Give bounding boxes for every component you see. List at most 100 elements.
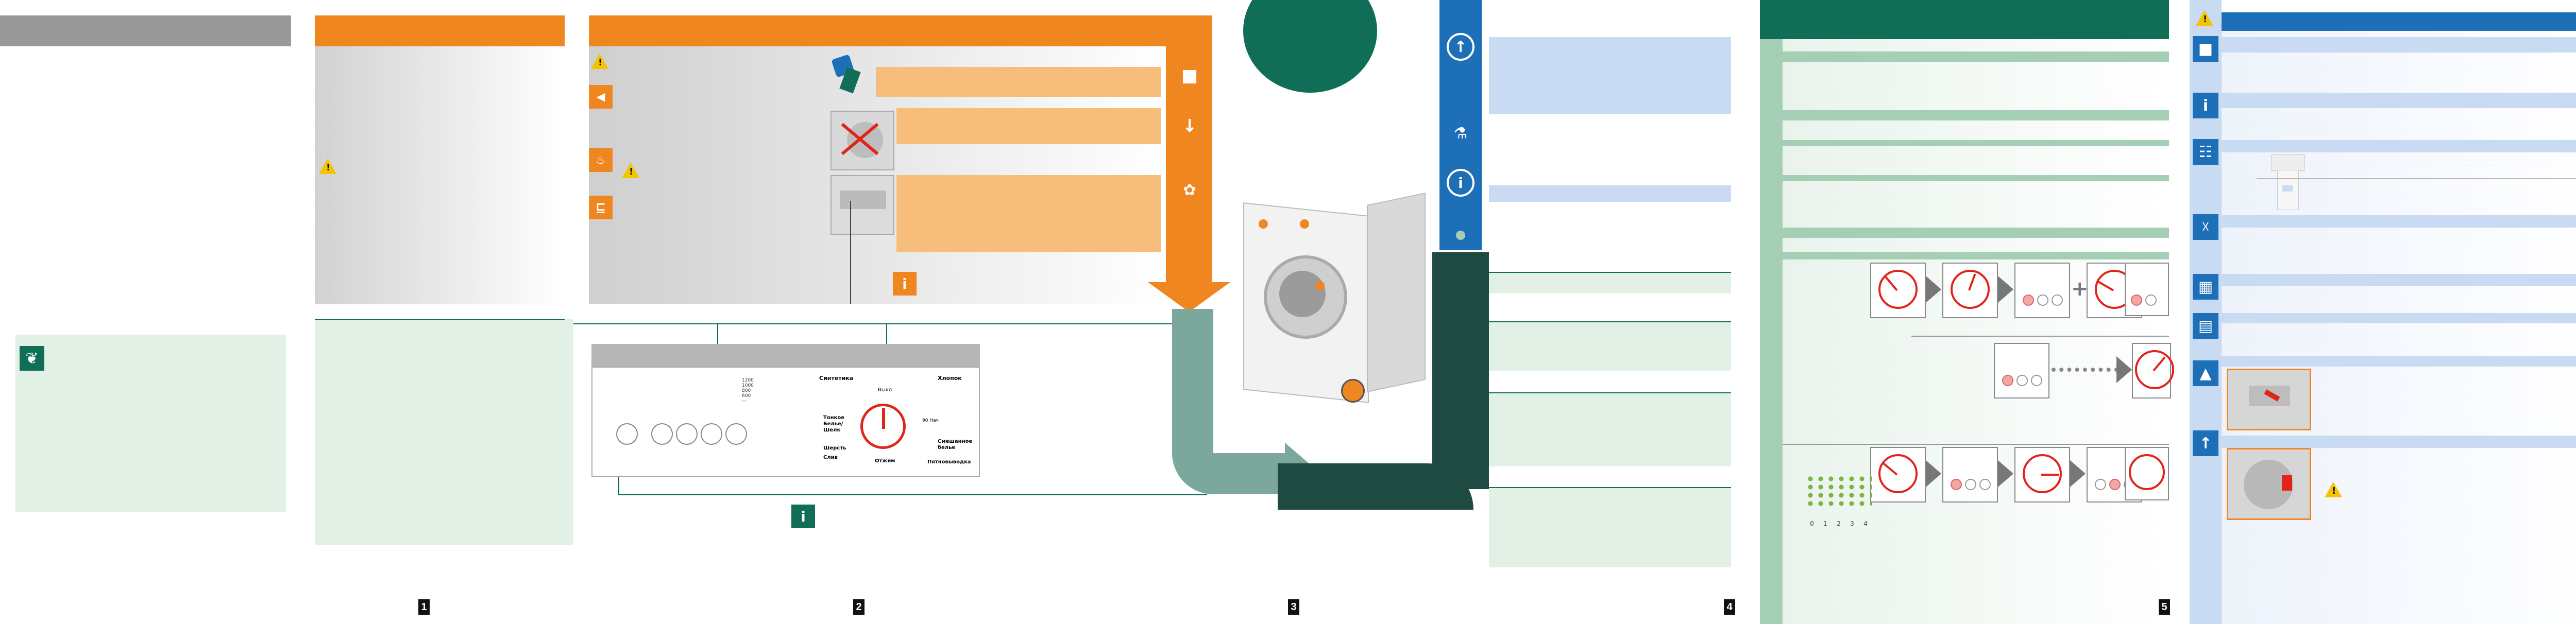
page1-eco-box	[15, 335, 286, 512]
instruction-band-3	[896, 175, 1161, 252]
page5-section-bar	[1783, 228, 2169, 238]
program-dial[interactable]	[860, 404, 906, 449]
dial-sequence-3-end	[2125, 447, 2169, 500]
display-scale: 0 1 2 3 4	[1805, 520, 1872, 530]
page4-divider-2	[1489, 321, 1731, 322]
page-number-4: 4	[1724, 599, 1735, 615]
dial-step	[2014, 263, 2070, 318]
dial-step	[2014, 447, 2070, 502]
start-button[interactable]	[616, 423, 638, 445]
option-button-2[interactable]	[676, 423, 698, 445]
page2-divider	[315, 319, 565, 320]
info-icon: i	[2193, 93, 2218, 118]
info-icon: i	[791, 505, 815, 528]
page5-content-bg	[1783, 39, 2169, 624]
page5-subline	[1783, 444, 2169, 445]
page5-header-bar	[1760, 0, 2169, 39]
deep-green-riser	[1432, 252, 1489, 489]
warning-triangle-icon: !	[319, 159, 336, 174]
page4-green-box-4	[1489, 488, 1731, 567]
page2-header-bar	[315, 15, 565, 46]
clothes-illustration	[831, 54, 867, 95]
scale-label: 3	[1850, 520, 1854, 527]
spin-speed-item: 800	[742, 388, 751, 393]
page5-section-bar	[1783, 51, 2169, 62]
option-button-3[interactable]	[701, 423, 722, 445]
warning-triangle-icon: !	[2196, 10, 2213, 26]
led-display-grid	[1805, 475, 1872, 526]
program-arrow-right	[886, 323, 887, 344]
wash-tub-icon: ☓	[2193, 214, 2218, 240]
control-panel-strip	[591, 344, 980, 367]
detergent-icon: ✿	[1183, 181, 1196, 199]
step-arrow	[1998, 460, 2013, 487]
green-dot	[1456, 231, 1465, 240]
plus-sign: +	[2071, 277, 2089, 301]
t-shirt-icon: ■	[2193, 36, 2218, 62]
page6-bar	[2222, 140, 2576, 152]
download-arrow-icon: ↓	[1182, 116, 1197, 136]
orange-arrow-head	[1148, 282, 1230, 312]
dial-step	[1870, 447, 1926, 502]
upload-arrow-icon: ↑	[1447, 33, 1475, 61]
info-icon: i	[1447, 169, 1475, 197]
scale-label: 4	[1863, 520, 1868, 527]
dial-label-right: Смешанное белье	[938, 439, 973, 450]
info-icon: i	[893, 272, 917, 296]
step-arrow	[1926, 276, 1941, 303]
page4-divider-4	[1489, 487, 1731, 488]
page6-bar	[2222, 313, 2576, 323]
scale-label: 0	[1810, 520, 1814, 527]
dial-label-top-left: Синтетика	[819, 375, 854, 382]
page3-header-bar	[589, 15, 1212, 46]
page6-bar	[2222, 215, 2576, 228]
dial-sequence-3	[1870, 447, 2169, 504]
instruction-band-1	[876, 67, 1161, 97]
page4-green-box-2	[1489, 322, 1731, 371]
option-button-1[interactable]	[651, 423, 673, 445]
option-button-4[interactable]	[725, 423, 747, 445]
page1-header-bar	[0, 15, 291, 46]
dial-step	[2132, 343, 2174, 398]
upload-arrow-icon: ↑	[2193, 430, 2218, 456]
dial-step	[1942, 447, 1998, 502]
panel-bracket-bottom	[618, 494, 1207, 495]
scale-label: 1	[1823, 520, 1827, 527]
page4-divider-3	[1489, 392, 1731, 393]
page5-section-bar	[1783, 110, 2169, 120]
dial-label-left: Тонкое Белье/ Шелк	[823, 415, 845, 433]
page2-gradient-panel	[315, 46, 565, 304]
scale-label: 2	[1837, 520, 1841, 527]
step-arrow	[1998, 276, 2013, 303]
dial-label-bottom: Отжим	[875, 458, 895, 464]
page-number-5: 5	[2159, 599, 2170, 615]
warning-triangle-icon: !	[2325, 482, 2342, 497]
dark-green-circle	[1243, 0, 1377, 93]
control-panel: 1200 1000 800 600 — Синтетика Выкл Хлопо…	[591, 367, 980, 477]
drawer-icon: ▤	[2193, 313, 2218, 339]
page5-section-bar	[1783, 140, 2169, 146]
step-arrow	[2070, 460, 2086, 487]
page6-bar	[2222, 356, 2576, 367]
spin-speed-item: —	[742, 398, 747, 404]
dial-label-bottom-right: Пятновыводка	[927, 459, 971, 465]
page-number-2: 2	[853, 599, 865, 615]
dial-step	[1994, 343, 2049, 398]
dial-sequence-2	[1994, 343, 2174, 400]
door-photo	[2227, 448, 2311, 520]
dial-sequence-1: +	[1870, 263, 2169, 319]
water-tap-icon: ⚗	[1453, 124, 1468, 143]
washing-machine	[1243, 192, 1426, 405]
teal-flow-bend	[1172, 453, 1285, 494]
spin-speed-list: 1200 1000 800 600 —	[742, 378, 773, 404]
page6-header-bar	[2222, 12, 2576, 31]
page5-section-bar	[1783, 175, 2169, 181]
orange-flow-arrow	[1166, 15, 1212, 283]
page4-green-box-3	[1489, 393, 1731, 466]
page6-bar	[2222, 274, 2576, 286]
shirt-illustration	[2267, 154, 2308, 211]
pointer-lines	[850, 201, 872, 304]
panel-bracket	[618, 477, 619, 494]
dispenser-icon: ▲	[2193, 360, 2218, 386]
dial-label-right-mid: 90 Нач	[922, 418, 939, 423]
